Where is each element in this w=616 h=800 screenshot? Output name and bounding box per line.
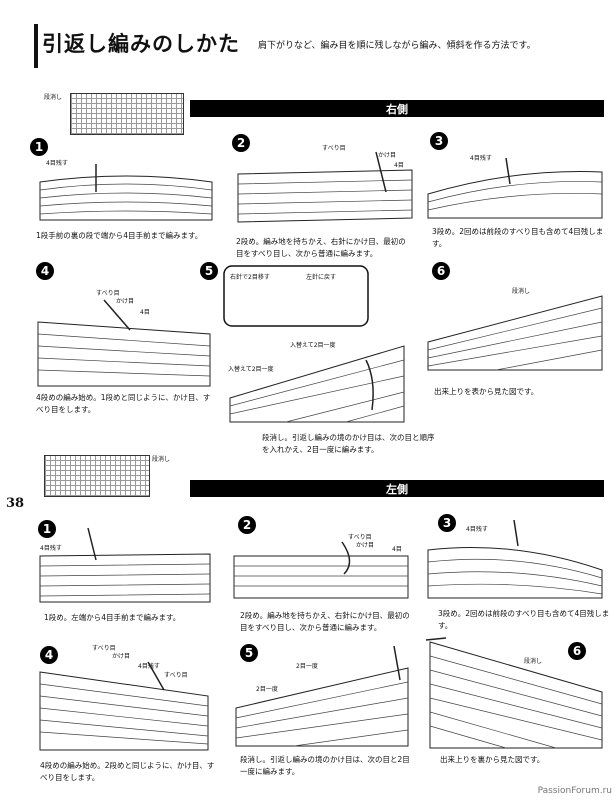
step-number: 4 — [36, 262, 54, 280]
step-label: すべり目 — [96, 290, 120, 297]
step-label: 2目一度 — [256, 686, 278, 693]
step-label: 4目残す — [138, 663, 160, 670]
step-number: 2 — [238, 516, 256, 534]
step-caption: 出来上りを裏から見た図です。 — [440, 755, 545, 764]
step-label: 段消し — [524, 658, 543, 665]
step-caption: 3段め。2回めは前段のすべり目も含めて4目残します。 — [438, 609, 610, 630]
step-number: 3 — [438, 514, 456, 532]
step-label: 4目残す — [470, 155, 492, 162]
step-number: 2 — [232, 134, 250, 152]
step-label: かけ目 — [116, 298, 135, 305]
page-title: 引返し編みのしかた — [42, 32, 240, 56]
step-caption: 段消し。引返し編みの境のかけ目は、次の目と2目一度に編みます。 — [240, 755, 410, 776]
step-caption: 2段め。編み地を持ちかえ、右針にかけ目、最初の目をすべり目し、次から普通に編みま… — [240, 611, 410, 632]
step-caption: 1段め。左端から4目手前まで編みます。 — [44, 613, 181, 622]
step-label: すべり目 — [322, 145, 346, 152]
chart-label-left: 段消し — [152, 456, 171, 463]
stitch-chart-left — [44, 455, 150, 497]
knitting-swatch-illustration — [37, 299, 211, 387]
step-caption: 1段手前の裏の段で端から4目手前まで編みます。 — [36, 231, 203, 240]
step-label: 入替えて2目一度 — [290, 342, 336, 349]
step-caption: 4段めの編み始め。1段めと同じように、かけ目、すべり目をします。 — [36, 393, 211, 414]
knitting-swatch-illustration — [39, 661, 209, 751]
watermark: PassionForum.ru — [537, 786, 612, 796]
stitch-chart-right — [70, 93, 184, 135]
step-number: 6 — [568, 642, 586, 660]
step-label: 入替えて2目一度 — [228, 366, 274, 373]
step-label: 4目残す — [46, 160, 68, 167]
step-label: かけ目 — [112, 653, 131, 660]
knitting-swatch-illustration — [235, 645, 409, 747]
step-number: 4 — [40, 646, 58, 664]
step-number: 6 — [432, 262, 450, 280]
step-label: かけ目 — [356, 542, 375, 549]
step-label: 4目残す — [466, 526, 488, 533]
knitting-swatch-illustration — [427, 295, 603, 371]
title-accent-bar — [34, 24, 38, 68]
section-bar-right: 右側 — [190, 100, 604, 117]
step-label: すべり目 — [348, 534, 372, 541]
knitting-swatch-illustration — [39, 164, 213, 221]
step-number: 1 — [38, 520, 56, 538]
detail-callout-bubble — [223, 265, 369, 327]
section-bar-left: 左側 — [190, 480, 604, 497]
page-subtitle: 肩下がりなど、編み目を順に残しながら編み、傾斜を作る方法です。 — [258, 41, 536, 51]
step-number: 5 — [200, 262, 218, 280]
step-label: すべり目 — [92, 645, 116, 652]
step-label: 2目一度 — [296, 663, 318, 670]
step-label: 4目 — [394, 162, 404, 169]
step-label: 4目 — [392, 546, 402, 553]
step-caption: 3段め。2回めは前段のすべり目も含めて4目残します。 — [432, 227, 604, 248]
step-number: 3 — [430, 132, 448, 150]
step-caption: 段消し。引返し編みの境のかけ目は、次の目と順序を入れかえ、2目一度に編みます。 — [262, 433, 435, 454]
step-label: 4目残す — [40, 545, 62, 552]
knitting-swatch-illustration — [229, 345, 405, 423]
knitting-swatch-illustration — [427, 519, 603, 599]
knitting-swatch-illustration — [233, 541, 409, 599]
page-number: 38 — [6, 496, 25, 511]
step-label: 段消し — [512, 288, 531, 295]
step-label: かけ目 — [378, 152, 397, 159]
step-number: 5 — [240, 644, 258, 662]
step-label: 右針で2目移す — [230, 274, 270, 281]
step-number: 1 — [30, 138, 48, 156]
knitting-swatch-illustration — [237, 151, 413, 223]
step-label: 4目 — [140, 309, 150, 316]
step-caption: 4段めの編み始め。2段めと同じように、かけ目、すべり目をします。 — [40, 761, 215, 782]
step-label: すべり目 — [164, 672, 188, 679]
step-label: 左針に戻す — [306, 274, 337, 281]
knitting-swatch-illustration — [39, 527, 211, 603]
knitting-swatch-illustration — [425, 637, 603, 749]
knitting-swatch-illustration — [427, 157, 603, 219]
step-caption: 2段め。編み地を持ちかえ、右針にかけ目、最初の目をすべり目し、次から普通に編みま… — [236, 237, 406, 258]
step-caption: 出来上りを表から見た図です。 — [434, 387, 539, 396]
chart-label-right: 段消し — [44, 94, 63, 101]
